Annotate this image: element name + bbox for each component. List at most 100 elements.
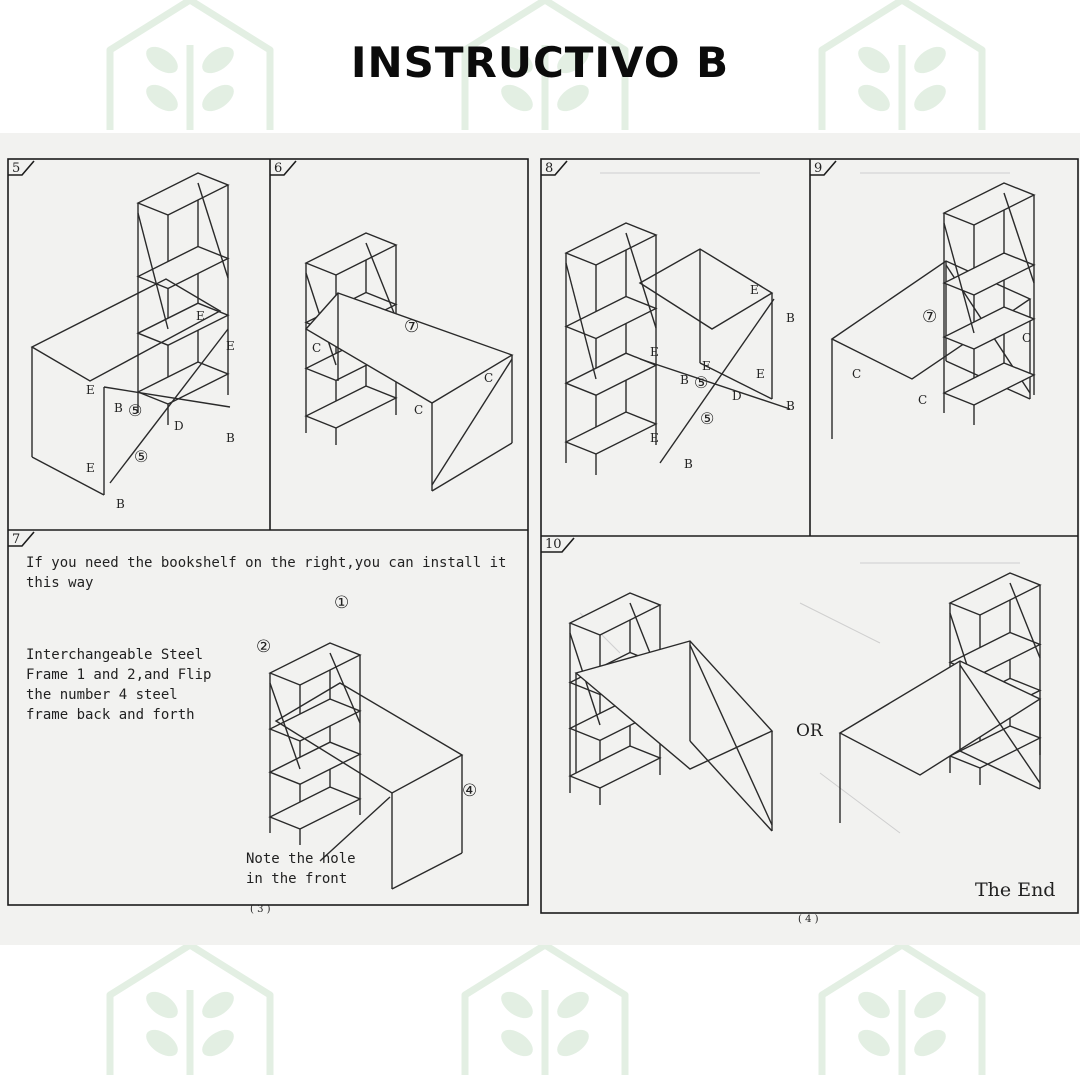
part-label-e: E xyxy=(86,461,95,475)
desk-foot xyxy=(391,852,463,890)
instruction-sheet: 5 6 7 8 9 10 If you need the bookshelf o… xyxy=(0,133,1080,945)
step-9-number: 9 xyxy=(814,161,823,176)
shelf-board xyxy=(942,362,1036,406)
part-label-c: C xyxy=(484,371,494,385)
step-10-number: 10 xyxy=(545,537,562,552)
part-label-5: ⑤ xyxy=(128,401,143,420)
cross-brace xyxy=(943,222,975,334)
watermark-logo-icon xyxy=(106,941,274,1075)
watermark-logo-icon xyxy=(461,941,629,1075)
left-page-border xyxy=(7,158,529,906)
part-label-b: B xyxy=(786,399,795,413)
shelf-board xyxy=(942,306,1036,350)
shelf-board xyxy=(304,385,398,429)
shelf-board xyxy=(568,745,662,789)
desk-foot xyxy=(959,750,1041,790)
cross-brace xyxy=(1009,582,1041,659)
cross-brace xyxy=(329,652,361,724)
part-label-c: C xyxy=(918,393,928,407)
shelf-board xyxy=(136,361,230,405)
part-label-2: ② xyxy=(256,637,272,657)
shelf-board xyxy=(564,352,658,396)
step-7-note-top: If you need the bookshelf on the right,y… xyxy=(26,555,507,591)
watermark-logo-icon xyxy=(818,0,986,130)
shelf-board xyxy=(948,572,1042,616)
shelf-board xyxy=(136,302,230,346)
shelf-board xyxy=(564,222,658,266)
leg-brace xyxy=(431,358,513,486)
desk-top xyxy=(304,292,514,404)
part-label-e: E xyxy=(226,339,235,353)
part-label-e: E xyxy=(650,345,659,359)
cross-brace xyxy=(137,212,169,330)
step-6-number: 6 xyxy=(274,161,283,176)
part-label-e: E xyxy=(196,309,205,323)
part-label-c: C xyxy=(1022,331,1032,345)
desk-foot xyxy=(699,362,773,400)
leg-brace xyxy=(959,664,1041,784)
print-through xyxy=(579,172,1020,834)
shelf-board xyxy=(304,232,398,276)
part-label-5: ⑤ xyxy=(694,373,709,392)
shelf-board xyxy=(136,172,230,216)
part-label-b: B xyxy=(226,431,235,445)
desk-top xyxy=(574,640,774,770)
watermark-logo-icon xyxy=(106,0,274,130)
shelf-board xyxy=(136,245,230,290)
part-label-5: ⑤ xyxy=(134,447,149,466)
shelf-board xyxy=(268,642,362,686)
part-label-7: ⑦ xyxy=(922,307,938,327)
part-label-b: B xyxy=(116,497,125,511)
watermark-logo-icon xyxy=(818,941,986,1075)
shelf-board xyxy=(942,182,1036,226)
shelf-board xyxy=(568,592,662,636)
part-label-b: B xyxy=(684,457,693,471)
part-label-e: E xyxy=(702,359,711,373)
bolt-line xyxy=(639,358,791,410)
cross-brace xyxy=(625,232,657,329)
step-10-end-label: The End xyxy=(975,879,1056,901)
part-label-1: ① xyxy=(334,593,350,613)
desk-foot xyxy=(431,442,513,492)
instruction-drawing xyxy=(7,158,1079,914)
part-label-c: C xyxy=(414,403,424,417)
step-7-note-left: Interchangeable Steel Frame 1 and 2,and … xyxy=(26,647,212,723)
leg-brace xyxy=(689,644,773,826)
page-title: INSTRUCTIVO B xyxy=(350,38,730,87)
part-label-b: B xyxy=(786,311,795,325)
part-label-4: ④ xyxy=(462,781,478,801)
part-label-d: D xyxy=(174,419,184,433)
step-8-number: 8 xyxy=(545,161,554,176)
part-label-b: B xyxy=(680,373,689,387)
cross-brace xyxy=(565,262,597,380)
part-label-e: E xyxy=(86,383,95,397)
step-7-number: 7 xyxy=(12,532,21,547)
part-label-e: E xyxy=(650,431,659,445)
shelf-board xyxy=(268,786,362,830)
bolt-line xyxy=(103,386,231,408)
page-number-right: ( 4 ) xyxy=(798,914,819,925)
part-label-e: E xyxy=(756,367,765,381)
part-label-d: D xyxy=(732,389,742,403)
part-label-c: C xyxy=(852,367,862,381)
part-label-e: E xyxy=(750,283,759,297)
bolt-line xyxy=(109,328,229,484)
step-7-note-hole: Note the hole in the front xyxy=(246,851,356,887)
cross-brace xyxy=(197,182,229,279)
watermark-logo-icon xyxy=(461,0,629,130)
page-number-left: ( 3 ) xyxy=(250,904,271,915)
desk-foot xyxy=(31,456,105,496)
cross-brace xyxy=(1003,192,1035,284)
step-5-number: 5 xyxy=(12,161,21,176)
bolt-line xyxy=(659,298,775,464)
part-label-b: B xyxy=(114,401,123,415)
part-label-7: ⑦ xyxy=(404,317,420,337)
shelf-board xyxy=(942,252,1036,296)
shelf-board xyxy=(268,741,362,785)
desk-foot xyxy=(689,740,773,832)
pointer-line xyxy=(319,796,391,862)
cross-brace xyxy=(365,242,397,319)
part-label-c: C xyxy=(312,341,322,355)
shelf-board xyxy=(564,295,658,340)
